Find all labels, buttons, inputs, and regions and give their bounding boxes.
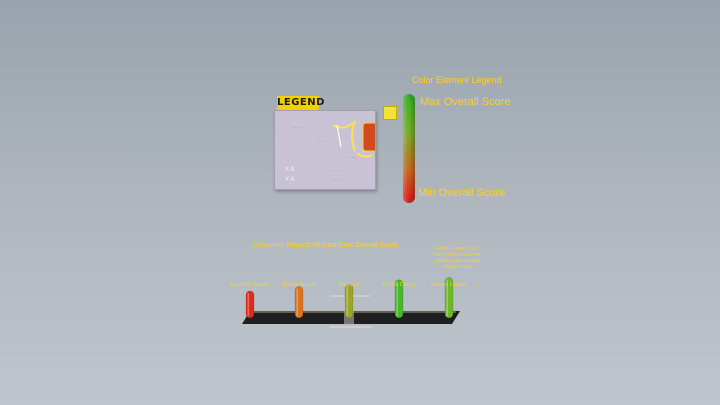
bar-toyota-camry <box>394 279 404 319</box>
bar-highlight <box>346 286 348 316</box>
color-legend-gradient-bar <box>403 94 415 203</box>
bars-group <box>245 277 454 319</box>
legend-card-bracket-left <box>351 120 356 152</box>
legend-tab-icon[interactable] <box>383 106 397 120</box>
bar-mazda-6 <box>344 284 354 319</box>
card-text-row-4: ·· ·· ·· <box>333 168 346 174</box>
y-axis-legend-label: Y A <box>285 177 295 183</box>
legend-card-pointer-line <box>336 124 342 148</box>
labels-group: Hyundai Sonata Honda Accord Mazda 6 Toyota … <box>230 282 467 288</box>
bar-honda-accord <box>294 286 304 319</box>
bar-subaru-legacy <box>444 277 454 319</box>
category-label: Hyundai Sonata <box>230 282 270 288</box>
legend-card-illustration <box>332 120 375 158</box>
x-axis-legend-label: X A <box>285 167 295 173</box>
legend-card-sample-bar <box>362 122 375 152</box>
legend-card-curve-icon <box>332 122 354 129</box>
card-text-row-2: ·· ·· <box>319 139 328 145</box>
category-label: Mazda 6 <box>338 282 359 288</box>
card-text-row-3: ·· ·· <box>347 155 356 161</box>
color-legend-title: Color Element Legend <box>412 75 502 85</box>
callout-annotation: Subaru Legacy has the highest consumer r… <box>433 246 481 270</box>
legend-badge: LEGEND <box>277 96 325 110</box>
color-legend-min-label: Min Overall Score <box>418 187 506 199</box>
bar-highlight <box>446 279 448 316</box>
chart-title: Consumer Reports Midsize Cars Overall Sc… <box>252 242 398 249</box>
card-text-row-1: ·· ·· ·· <box>293 125 306 131</box>
legend-card-bracket-bottom <box>356 152 374 158</box>
card-text-row-5: ·· ·· <box>333 178 342 184</box>
bar-highlight <box>296 288 298 316</box>
bar-hyundai-sonata <box>245 290 255 319</box>
category-label: Toyota Camry <box>382 282 416 288</box>
bar-highlight <box>396 281 398 316</box>
bar-highlight <box>247 293 249 316</box>
legend-card: ·· ·· ·· ·· ·· ·· ·· X A Y A ·· ·· ·· ··… <box>274 110 376 190</box>
category-label: Honda Accord <box>282 282 317 288</box>
category-label: Subaru Legacy <box>431 282 468 288</box>
color-legend-max-label: Max Overall Score <box>420 96 511 108</box>
